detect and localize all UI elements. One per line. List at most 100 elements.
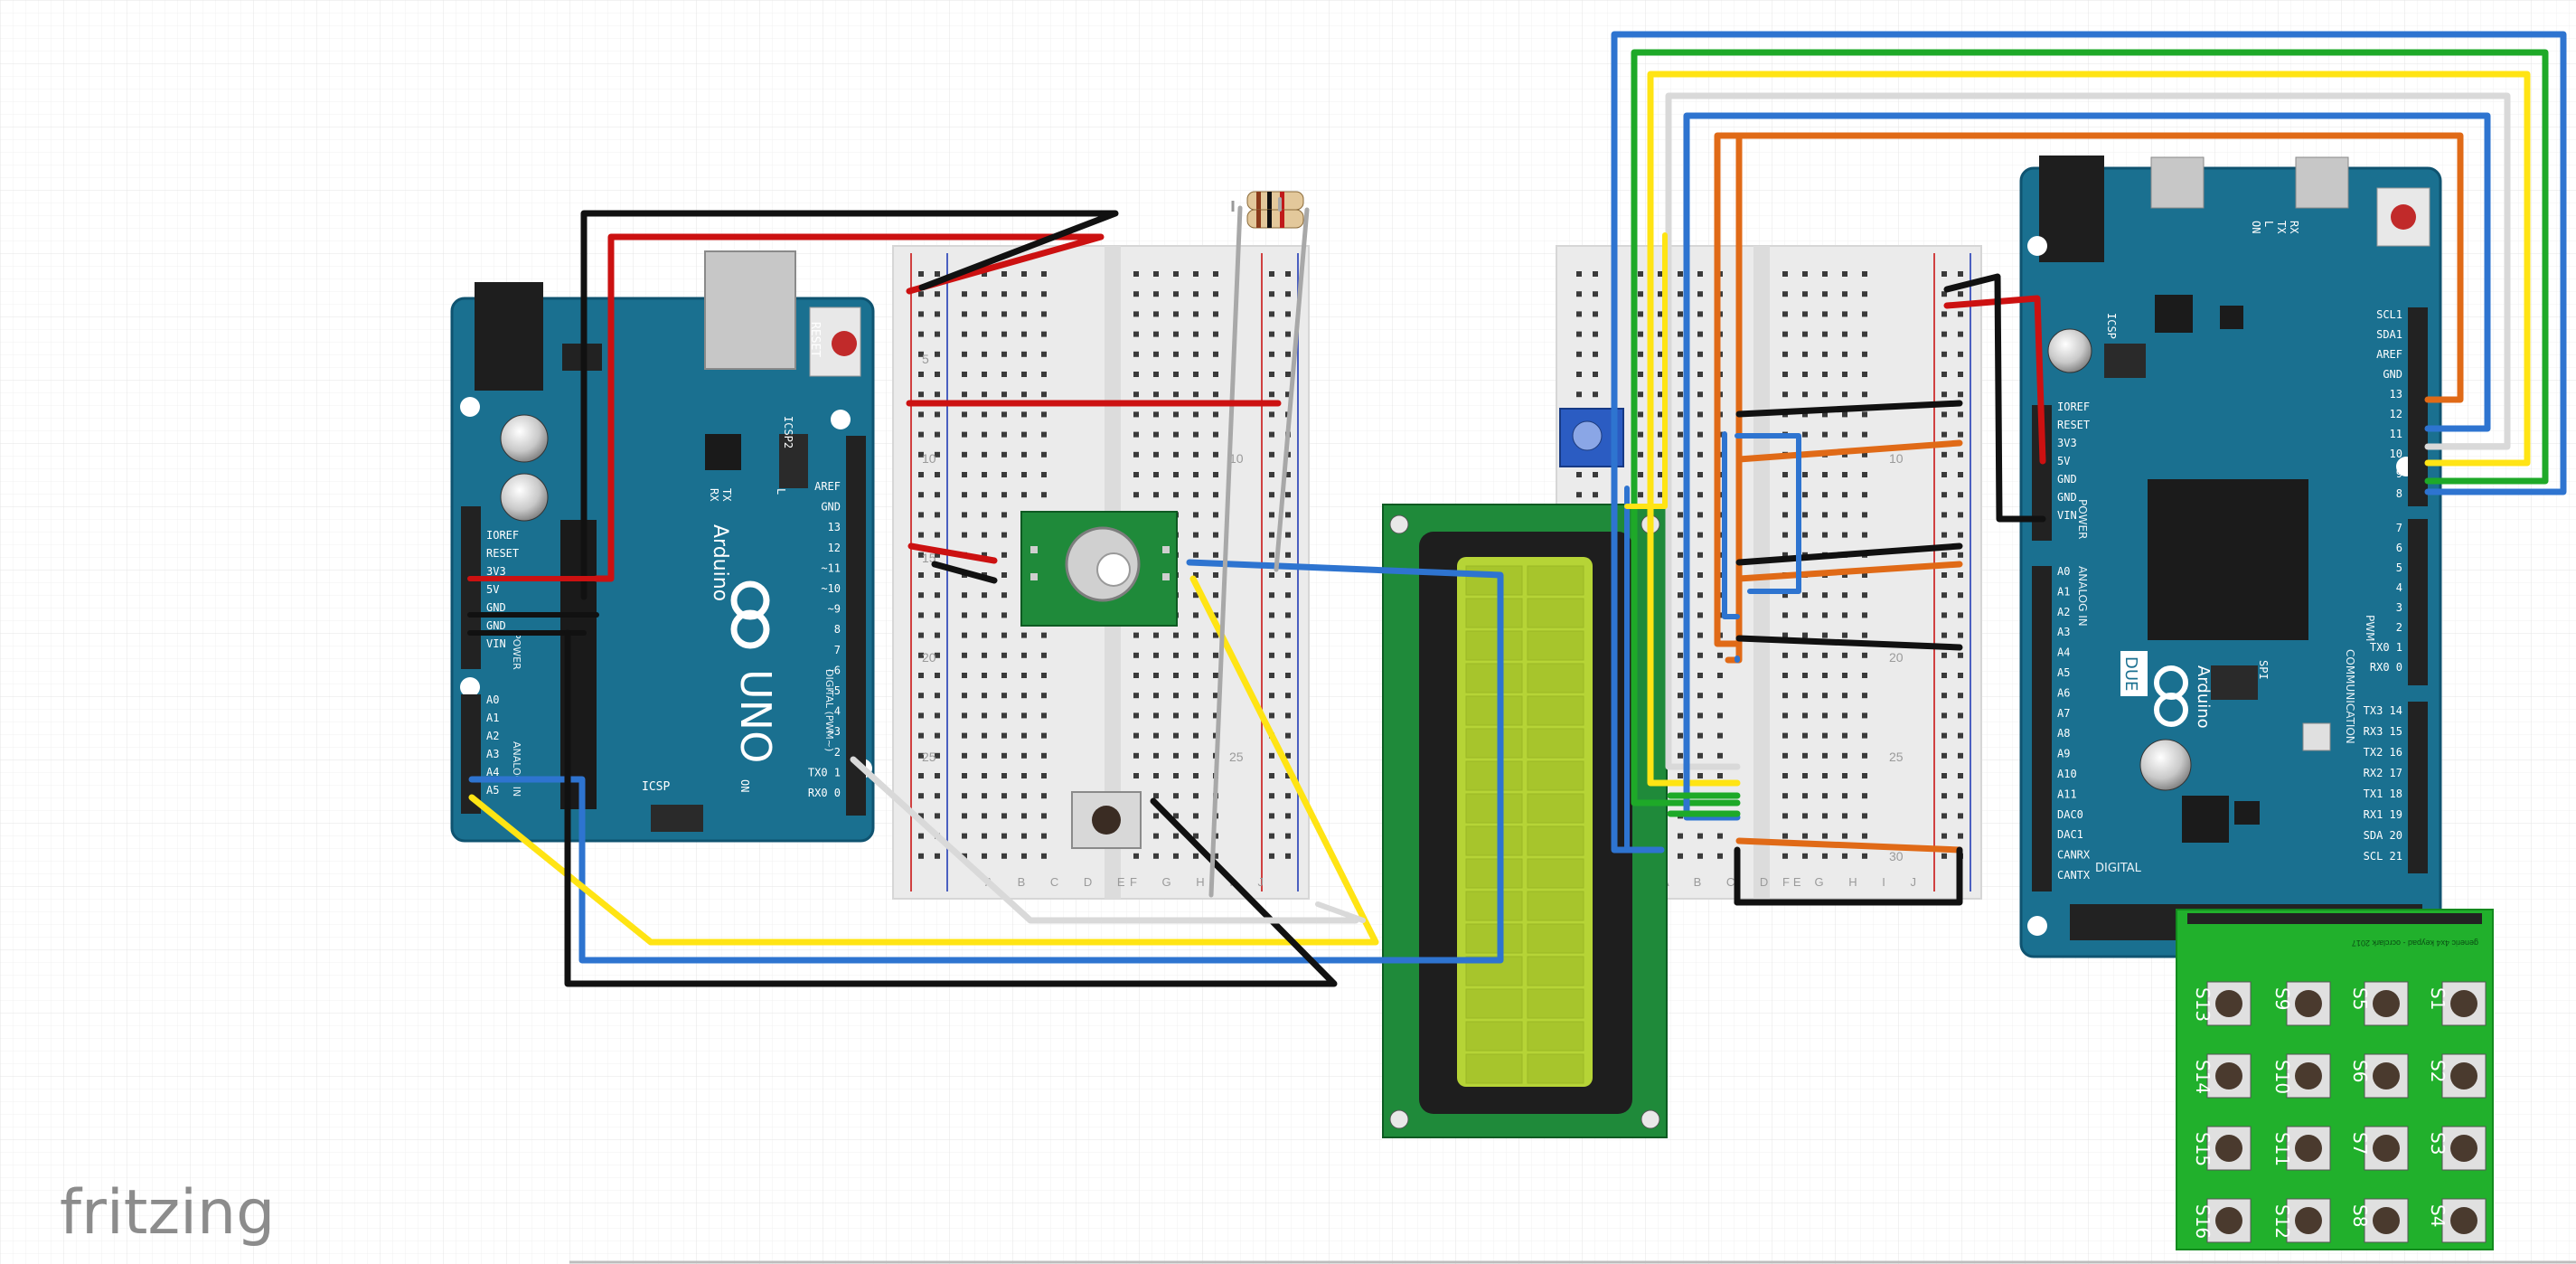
breadboard-hole xyxy=(1269,311,1274,317)
breadboard-hole xyxy=(1153,793,1159,799)
due-pwm-header[interactable] xyxy=(2408,519,2428,685)
wire-red[interactable] xyxy=(593,233,1105,582)
wire-yellow[interactable] xyxy=(1647,71,2531,787)
wire-orange[interactable] xyxy=(1714,132,2464,647)
breadboard-hole xyxy=(1153,853,1159,859)
breadboard-hole xyxy=(1678,411,1683,418)
wire-yellow[interactable] xyxy=(1624,232,1668,509)
due-power-header[interactable] xyxy=(2032,405,2052,541)
breadboard-hole xyxy=(1153,451,1159,457)
breadboard-hole xyxy=(1269,372,1274,377)
breadboard-hole xyxy=(1678,431,1683,438)
pin-label: 5 xyxy=(2396,561,2402,574)
lcd-cell xyxy=(1465,565,1523,596)
breadboard-hole xyxy=(1638,472,1643,477)
pin-label: ~5 xyxy=(828,684,841,697)
due-analog-header[interactable] xyxy=(2032,566,2052,891)
due-comm-header[interactable] xyxy=(2408,702,2428,873)
breadboard-hole xyxy=(962,632,967,638)
breadboard-hole xyxy=(1193,512,1199,518)
breadboard-hole xyxy=(1133,311,1139,317)
breadboard-hole xyxy=(1822,592,1828,599)
arduino-uno-board[interactable]: RESET ICSP2 ICSP Arduino UNO TX RX L ON … xyxy=(450,250,875,843)
breadboard-hole xyxy=(1697,311,1703,317)
wire-orange[interactable] xyxy=(1735,439,1963,463)
wire-blue[interactable] xyxy=(468,559,1504,964)
breadboard-hole xyxy=(1822,331,1828,337)
due-comm-label: COMMUNICATION xyxy=(2344,649,2356,744)
uno-digital-header[interactable] xyxy=(846,436,866,816)
wire-black[interactable] xyxy=(580,210,1119,600)
breadboard-hole xyxy=(1958,552,1963,558)
breadboard-hole xyxy=(1041,652,1047,658)
arduino-due-board[interactable]: DUE Arduino ICSP SPI TX RX L ON POWER AN… xyxy=(2019,156,2442,958)
breadboard-hole xyxy=(1697,291,1703,297)
pin-label: 8 xyxy=(2396,487,2402,500)
breadboard-hole xyxy=(1213,411,1218,418)
wire-black[interactable] xyxy=(931,561,998,584)
breadboard-hole xyxy=(1678,572,1683,578)
uno-analog-header[interactable] xyxy=(461,694,481,814)
breadboard-hole xyxy=(1021,673,1027,678)
wire-orange[interactable] xyxy=(1735,561,1963,582)
breadboard-hole xyxy=(1958,271,1963,277)
wire-black[interactable] xyxy=(1735,400,1963,418)
wire-black[interactable] xyxy=(1735,542,1963,566)
temperature-sensor-module[interactable] xyxy=(1020,511,1178,627)
breadboard-hole xyxy=(1173,351,1179,357)
breadboard-hole xyxy=(918,673,924,678)
pin-label: ~6 xyxy=(828,664,841,676)
wire-blue[interactable] xyxy=(1683,112,2491,821)
breadboard-hole xyxy=(1697,492,1703,498)
wire-orange[interactable] xyxy=(1735,837,1963,854)
wire-black[interactable] xyxy=(1734,846,1963,906)
breadboard-hole xyxy=(1193,291,1199,297)
wire-blue[interactable] xyxy=(1722,431,1740,619)
wire-black[interactable] xyxy=(564,629,1338,987)
breadboard-hole xyxy=(1213,391,1218,398)
breadboard-hole xyxy=(1001,532,1007,538)
wire-white[interactable] xyxy=(1665,92,2511,770)
breadboard-hole xyxy=(1802,472,1808,477)
wire-yellow[interactable] xyxy=(468,575,1379,946)
capacitor xyxy=(500,414,549,463)
breadboard-hole xyxy=(1001,773,1007,778)
wire-white[interactable] xyxy=(1315,901,1366,923)
pin-label: CANRX xyxy=(2057,849,2091,862)
breadboard-hole xyxy=(1822,673,1828,678)
breadboard-hole xyxy=(1782,311,1788,317)
wire-green[interactable] xyxy=(1631,49,2549,807)
keypad-key[interactable] xyxy=(2364,1198,2409,1243)
breadboard-hole xyxy=(1717,853,1723,859)
breadboard-hole xyxy=(1133,652,1139,658)
dc-jack xyxy=(475,282,543,391)
breadboard-hole xyxy=(1133,492,1139,498)
wire-white[interactable] xyxy=(850,756,1359,924)
bb1-col-labels-right: F G H I J xyxy=(1130,875,1274,889)
due-top-header[interactable] xyxy=(2408,307,2428,506)
wire-blue[interactable] xyxy=(1624,486,1664,853)
wire-black[interactable] xyxy=(1735,635,1963,651)
breadboard-hole xyxy=(1822,632,1828,638)
breadboard-hole xyxy=(918,492,924,498)
lcd-16x2-display[interactable] xyxy=(1382,504,1668,1138)
uno-power-header[interactable] xyxy=(461,506,481,669)
breadboard-hole xyxy=(1717,712,1723,719)
breadboard-hole xyxy=(1285,592,1291,599)
wire-black[interactable] xyxy=(1943,273,2046,523)
push-button[interactable] xyxy=(1071,791,1142,849)
due-erase-button[interactable] xyxy=(2302,722,2331,751)
wire-blue[interactable] xyxy=(1611,31,2567,854)
breadboard-hole xyxy=(1678,492,1683,498)
breadboard-hole xyxy=(1941,431,1947,438)
wire-blue[interactable] xyxy=(1735,433,1801,594)
wire-red[interactable] xyxy=(907,542,998,564)
lcd-cell xyxy=(1527,956,1584,986)
lcd-cell xyxy=(1527,825,1584,856)
resistor[interactable] xyxy=(1246,209,1304,229)
breadboard-hole xyxy=(982,632,987,638)
pin-label: 7 xyxy=(2396,522,2402,534)
breadboard-hole xyxy=(1153,331,1159,337)
wire-red[interactable] xyxy=(1943,295,2046,465)
